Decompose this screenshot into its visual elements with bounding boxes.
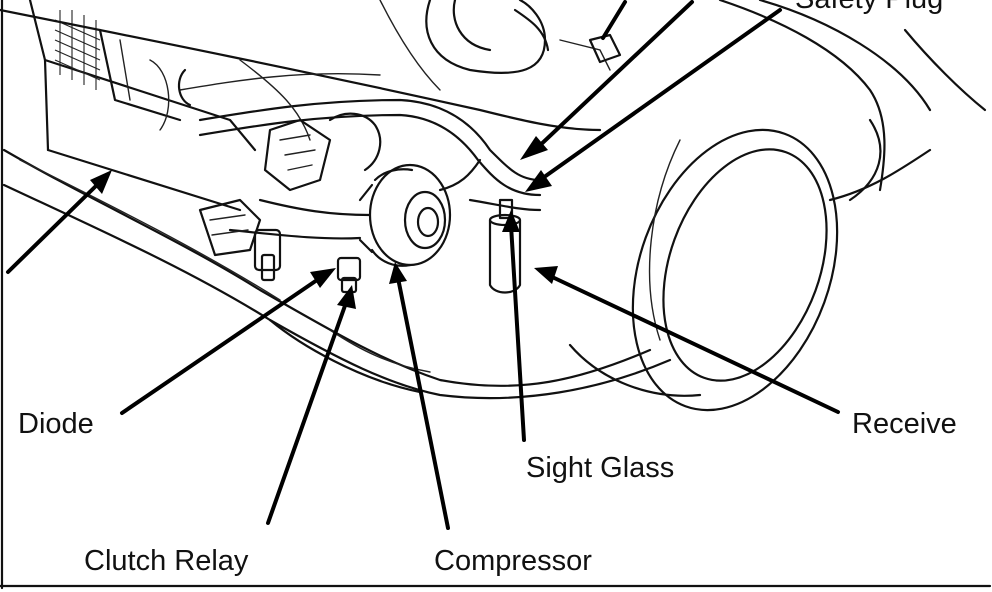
- sight-glass-leader: [509, 223, 526, 442]
- engine-bay-detail: [177, 33, 622, 282]
- arrowhead: [389, 262, 407, 284]
- arrowhead: [310, 268, 336, 288]
- label-compressor: Compressor: [434, 545, 592, 577]
- receiver-leader: [546, 273, 840, 414]
- leader-lines: [6, 0, 840, 530]
- label-clutch-relay: Clutch Relay: [84, 545, 249, 577]
- callout-labels: Safety Plug Diode Clutch Relay Compresso…: [18, 0, 957, 577]
- label-sight-glass: Sight Glass: [526, 452, 674, 484]
- arrowhead: [534, 266, 558, 284]
- clutch-relay-body: [336, 256, 362, 294]
- receiver-body: [488, 198, 522, 294]
- arrowhead: [90, 170, 112, 194]
- label-diode: Diode: [18, 408, 94, 440]
- compressor-body: [358, 163, 452, 267]
- arrowhead: [502, 210, 520, 232]
- clutch-relay-leader: [266, 298, 349, 525]
- compressor-leader: [396, 276, 450, 530]
- arrowhead: [520, 136, 548, 160]
- label-receiver: Receive: [852, 408, 957, 440]
- arrowhead: [525, 170, 552, 192]
- label-safety-plug: Safety Plug: [795, 0, 943, 15]
- diode-upper-leader: [6, 180, 102, 274]
- diode-leader: [120, 276, 322, 415]
- safety-plug-leader-a: [533, 0, 694, 152]
- safety-plug-leader-b: [538, 8, 782, 182]
- arrowhead: [337, 285, 356, 309]
